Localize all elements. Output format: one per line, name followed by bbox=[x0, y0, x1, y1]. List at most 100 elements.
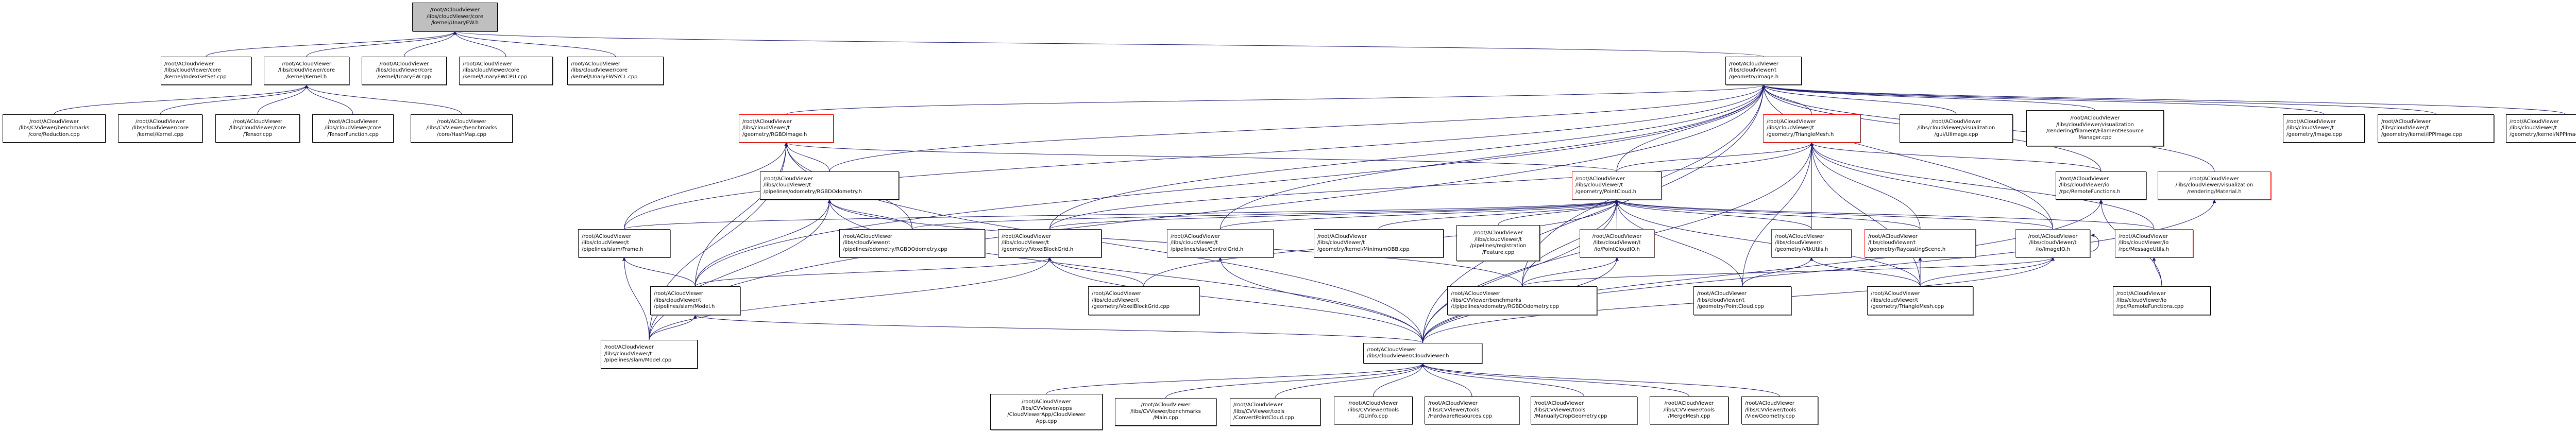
graph-node-trianglemesh-h[interactable]: /root/ACloudViewer /libs/cloudViewer/t /… bbox=[1763, 114, 1860, 143]
graph-node-hardwareresources-cpp[interactable]: /root/ACloudViewer /libs/CVViewer/tools … bbox=[1425, 396, 1519, 424]
edge-feature_cpp-to-pointcloud_h bbox=[1498, 199, 1619, 226]
graph-node-voxelblockgrid-h[interactable]: /root/ACloudViewer /libs/cloudViewer/t /… bbox=[998, 229, 1101, 257]
node-label: /root/ACloudViewer /libs/CVViewer/benchm… bbox=[1130, 402, 1201, 421]
node-label: /root/ACloudViewer /libs/cloudViewer/t /… bbox=[2286, 118, 2342, 137]
graph-node-indexgetset-cpp[interactable]: /root/ACloudViewer /libs/cloudViewer/cor… bbox=[161, 57, 251, 85]
node-label: /root/ACloudViewer /libs/CVViewer/tools … bbox=[1663, 401, 1715, 420]
node-label: /root/ACloudViewer /libs/cloudViewer/cor… bbox=[427, 7, 483, 26]
node-label: /root/ACloudViewer /libs/cloudViewer/cor… bbox=[164, 61, 227, 80]
node-label: /root/ACloudViewer /libs/cloudViewer/t /… bbox=[1470, 230, 1527, 255]
node-label: /root/ACloudViewer /libs/cloudViewer/t /… bbox=[1092, 291, 1170, 310]
graph-node-rgbdodometry-cpp[interactable]: /root/ACloudViewer /libs/cloudViewer/t /… bbox=[839, 229, 985, 257]
edge-voxelblockgrid_h-to-pointcloud_h bbox=[1049, 199, 1619, 230]
graph-node-hashmap-cpp[interactable]: /root/ACloudViewer /libs/CVViewer/benchm… bbox=[411, 114, 513, 143]
node-label: /root/ACloudViewer /libs/cloudViewer/vis… bbox=[1917, 118, 1995, 137]
edge-uiimage_cpp-to-image_h bbox=[1761, 84, 1957, 115]
graph-node-remotefunctions-cpp[interactable]: /root/ACloudViewer /libs/cloudViewer/io … bbox=[2113, 286, 2211, 315]
node-label: /root/ACloudViewer /libs/CVViewer/tools … bbox=[1233, 402, 1294, 421]
graph-node-pointcloud-h[interactable]: /root/ACloudViewer /libs/cloudViewer/t /… bbox=[1572, 171, 1662, 200]
edge-rgbdodometry_h-to-image_h bbox=[829, 84, 1766, 172]
edge-imageio_h-to-image_h bbox=[1761, 84, 2053, 230]
edge-messageutils_h-to-trianglemesh_h bbox=[1810, 142, 2155, 230]
node-label: /root/ACloudViewer /libs/CVViewer/benchm… bbox=[19, 118, 90, 137]
edge-cloudviewer_h-to-pointcloud_h bbox=[1422, 199, 1619, 343]
graph-node-main-cpp[interactable]: /root/ACloudViewer /libs/CVViewer/benchm… bbox=[1115, 398, 1216, 426]
graph-node-convertpointcloud-cpp[interactable]: /root/ACloudViewer /libs/CVViewer/tools … bbox=[1230, 398, 1320, 426]
graph-node-material-h[interactable]: /root/ACloudViewer /libs/cloudViewer/vis… bbox=[2158, 171, 2271, 200]
graph-node-controlgrid-h[interactable]: /root/ACloudViewer /libs/cloudViewer/t /… bbox=[1167, 229, 1274, 257]
graph-node-imageio-h[interactable]: /root/ACloudViewer /libs/cloudViewer/t /… bbox=[2015, 229, 2090, 257]
graph-node-nppimage-cpp[interactable]: /root/ACloudViewer /libs/cloudViewer/t /… bbox=[2506, 114, 2576, 143]
node-label: /root/ACloudViewer /libs/cloudViewer/cor… bbox=[325, 118, 381, 137]
node-label: /root/ACloudViewer /libs/cloudViewer/vis… bbox=[2046, 115, 2144, 141]
graph-node-rgbdodometry-h[interactable]: /root/ACloudViewer /libs/cloudViewer/t /… bbox=[760, 171, 899, 200]
edge-bench_rgbdodometry_cpp-to-pointcloud_h bbox=[1522, 199, 1619, 287]
edge-reduction_cpp-to-kernel_h bbox=[54, 84, 309, 115]
graph-node-tensorfunction-cpp[interactable]: /root/ACloudViewer /libs/cloudViewer/cor… bbox=[312, 114, 394, 143]
graph-node-kernel-h[interactable]: /root/ACloudViewer /libs/cloudViewer/cor… bbox=[264, 57, 349, 85]
graph-node-image-cpp[interactable]: /root/ACloudViewer /libs/cloudViewer/t /… bbox=[2283, 114, 2365, 143]
graph-node-cloudviewer-h[interactable]: /root/ACloudViewer /libs/cloudViewer/Clo… bbox=[1363, 343, 1482, 364]
node-label: /root/ACloudViewer /libs/cloudViewer/vis… bbox=[2175, 176, 2253, 195]
edge-cloudviewer_h-to-material_h bbox=[1422, 199, 2216, 343]
graph-node-minimumobb-cpp[interactable]: /root/ACloudViewer /libs/cloudViewer/t /… bbox=[1314, 229, 1444, 257]
graph-node-pointcloudio-h[interactable]: /root/ACloudViewer /libs/cloudViewer/t /… bbox=[1580, 229, 1654, 257]
graph-node-glinfo-cpp[interactable]: /root/ACloudViewer /libs/CVViewer/tools … bbox=[1334, 396, 1413, 424]
graph-node-viewgeometry-cpp[interactable]: /root/ACloudViewer /libs/CVViewer/tools … bbox=[1741, 396, 1818, 424]
node-label: /root/ACloudViewer /libs/cloudViewer/t /… bbox=[2028, 233, 2078, 252]
node-label: /root/ACloudViewer /libs/CVViewer/tools … bbox=[1534, 401, 1607, 420]
graph-node-vtkutils-h[interactable]: /root/ACloudViewer /libs/cloudViewer/t /… bbox=[1771, 229, 1852, 257]
edge-filament_cpp-to-image_h bbox=[1761, 84, 2095, 111]
graph-node-pointcloud-cpp[interactable]: /root/ACloudViewer /libs/cloudViewer/t /… bbox=[1693, 286, 1791, 315]
edge-rgbdodometry_h-to-rgbdimage_h bbox=[784, 142, 830, 172]
graph-node-uiimage-cpp[interactable]: /root/ACloudViewer /libs/cloudViewer/vis… bbox=[1900, 114, 2013, 143]
node-label: /root/ACloudViewer /libs/cloudViewer/t /… bbox=[1171, 233, 1244, 252]
edge-rgbdodometry_cpp-to-pointcloud_h bbox=[912, 199, 1619, 230]
graph-node-trianglemesh-cpp[interactable]: /root/ACloudViewer /libs/cloudViewer/t /… bbox=[1867, 286, 1973, 315]
graph-node-unaryewcpu-cpp[interactable]: /root/ACloudViewer /libs/cloudViewer/cor… bbox=[459, 57, 553, 85]
node-label: /root/ACloudViewer /libs/cloudViewer/t /… bbox=[1002, 233, 1074, 252]
graph-node-model-h[interactable]: /root/ACloudViewer /libs/cloudViewer/t /… bbox=[650, 286, 740, 315]
edge-nppimage_cpp-to-image_h bbox=[1761, 84, 2566, 115]
graph-node-messageutils-h[interactable]: /root/ACloudViewer /libs/cloudViewer/io … bbox=[2115, 229, 2193, 257]
graph-node-filament-cpp[interactable]: /root/ACloudViewer /libs/cloudViewer/vis… bbox=[2026, 110, 2164, 146]
node-label: /root/ACloudViewer /libs/CVViewer/tools … bbox=[1428, 401, 1493, 420]
graph-node-raycastingscene-h[interactable]: /root/ACloudViewer /libs/cloudViewer/t /… bbox=[1865, 229, 1976, 257]
node-label: /root/ACloudViewer /libs/cloudViewer/t /… bbox=[604, 344, 672, 364]
graph-node-cloudviewerapp-cpp[interactable]: /root/ACloudViewer /libs/CVViewer/apps /… bbox=[990, 394, 1103, 430]
graph-node-bench-rgbdodometry-cpp[interactable]: /root/ACloudViewer /libs/CVViewer/benchm… bbox=[1447, 286, 1597, 315]
graph-node-image-h[interactable]: /root/ACloudViewer /libs/cloudViewer/t /… bbox=[1725, 57, 1802, 85]
graph-node-voxelblockgrid-cpp[interactable]: /root/ACloudViewer /libs/cloudViewer/t /… bbox=[1088, 286, 1199, 315]
edge-glinfo_cpp-to-cloudviewer_h bbox=[1373, 363, 1425, 397]
graph-node-unaryew-h[interactable]: /root/ACloudViewer /libs/cloudViewer/cor… bbox=[412, 3, 498, 31]
graph-node-kernel-cpp[interactable]: /root/ACloudViewer /libs/cloudViewer/cor… bbox=[118, 114, 202, 143]
graph-node-feature-cpp[interactable]: /root/ACloudViewer /libs/cloudViewer/t /… bbox=[1456, 225, 1540, 261]
edge-minimumobb_cpp-to-pointcloud_h bbox=[1378, 199, 1619, 230]
graph-node-rgbdimage-h[interactable]: /root/ACloudViewer /libs/cloudViewer/t /… bbox=[739, 114, 834, 143]
edge-rgbdodometry_cpp-to-rgbdodometry_h bbox=[827, 199, 912, 230]
edge-hashmap_cpp-to-kernel_h bbox=[304, 84, 462, 115]
edge-pointcloud_h-to-rgbdimage_h bbox=[784, 142, 1617, 172]
graph-node-tensor-cpp[interactable]: /root/ACloudViewer /libs/cloudViewer/cor… bbox=[215, 114, 300, 143]
graph-node-ippimage-cpp[interactable]: /root/ACloudViewer /libs/cloudViewer/t /… bbox=[2378, 114, 2494, 143]
graph-node-manuallycropgeometry-cpp[interactable]: /root/ACloudViewer /libs/CVViewer/tools … bbox=[1531, 396, 1637, 424]
graph-node-model-cpp[interactable]: /root/ACloudViewer /libs/cloudViewer/t /… bbox=[601, 340, 698, 369]
edge-model_h-to-rgbdodometry_h bbox=[695, 199, 832, 287]
graph-node-remotefunctions-h[interactable]: /root/ACloudViewer /libs/cloudViewer/io … bbox=[2056, 171, 2146, 200]
graph-node-frame-h[interactable]: /root/ACloudViewer /libs/cloudViewer/t /… bbox=[578, 229, 670, 257]
edge-unaryew_cpp-to-unaryew_h bbox=[404, 31, 457, 57]
edge-mergemesh_cpp-to-cloudviewer_h bbox=[1421, 363, 1689, 397]
edge-model_h-to-rgbdimage_h bbox=[695, 142, 788, 287]
edge-model_cpp-to-model_h bbox=[649, 315, 697, 340]
edge-trianglemesh_cpp-to-vtkutils_h bbox=[1809, 257, 1921, 287]
graph-node-unaryewsycl-cpp[interactable]: /root/ACloudViewer /libs/cloudViewer/cor… bbox=[567, 57, 664, 85]
node-label: /root/ACloudViewer /libs/CVViewer/apps /… bbox=[1007, 399, 1086, 424]
edge-hardwareresources_cpp-to-cloudviewer_h bbox=[1421, 363, 1472, 397]
edge-model_cpp-to-frame_h bbox=[622, 257, 650, 340]
edge-model_cpp-to-voxelblockgrid_h bbox=[649, 257, 1052, 340]
graph-node-reduction-cpp[interactable]: /root/ACloudViewer /libs/CVViewer/benchm… bbox=[3, 114, 106, 143]
graph-node-mergemesh-cpp[interactable]: /root/ACloudViewer /libs/CVViewer/tools … bbox=[1650, 396, 1728, 424]
edge-remotefunctions_h-to-trianglemesh_h bbox=[1810, 142, 2102, 172]
graph-node-unaryew-cpp[interactable]: /root/ACloudViewer /libs/cloudViewer/cor… bbox=[362, 57, 447, 85]
